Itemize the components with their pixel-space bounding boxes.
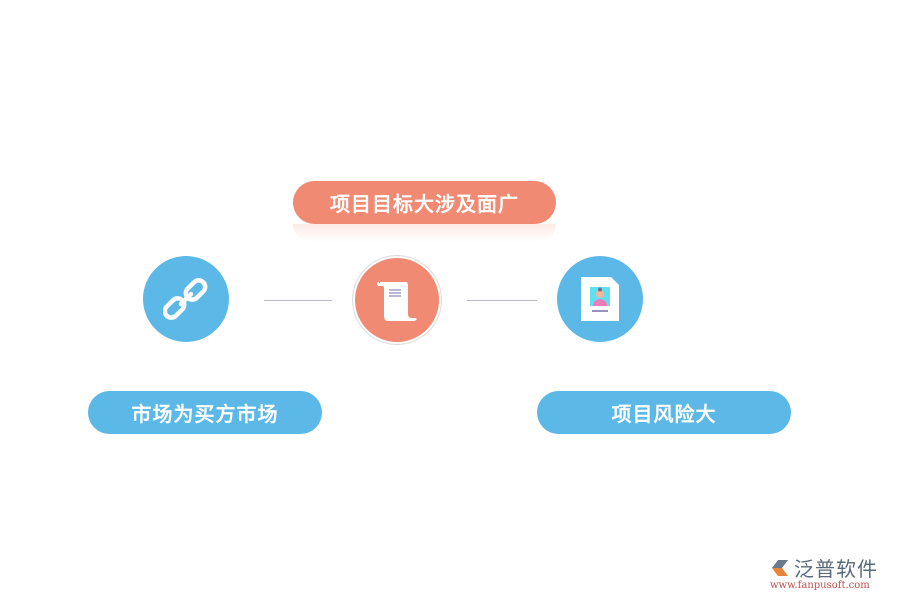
node-left xyxy=(143,256,229,342)
top-label-pill: 项目目标大涉及面广 xyxy=(293,181,556,224)
fanpu-logo-icon xyxy=(772,559,788,576)
left-label-text: 市场为买方市场 xyxy=(131,402,279,426)
top-label-text: 项目目标大涉及面广 xyxy=(330,192,519,216)
brand-logo: 泛普软件 www.fanpusoft.com xyxy=(770,553,895,593)
left-label-pill: 市场为买方市场 xyxy=(88,391,322,434)
right-label-text: 项目风险大 xyxy=(611,402,717,426)
connector-right xyxy=(467,300,537,301)
top-label-reflection xyxy=(293,224,556,242)
right-label-pill: 项目风险大 xyxy=(537,391,791,434)
profile-document-icon xyxy=(581,277,619,321)
connector-left xyxy=(264,300,332,301)
logo-name: 泛普软件 xyxy=(794,557,878,581)
chain-link-icon xyxy=(163,278,208,320)
logo-url: www.fanpusoft.com xyxy=(770,580,870,591)
scroll-document-icon xyxy=(377,282,417,321)
node-right xyxy=(557,256,643,342)
node-center xyxy=(355,258,439,342)
